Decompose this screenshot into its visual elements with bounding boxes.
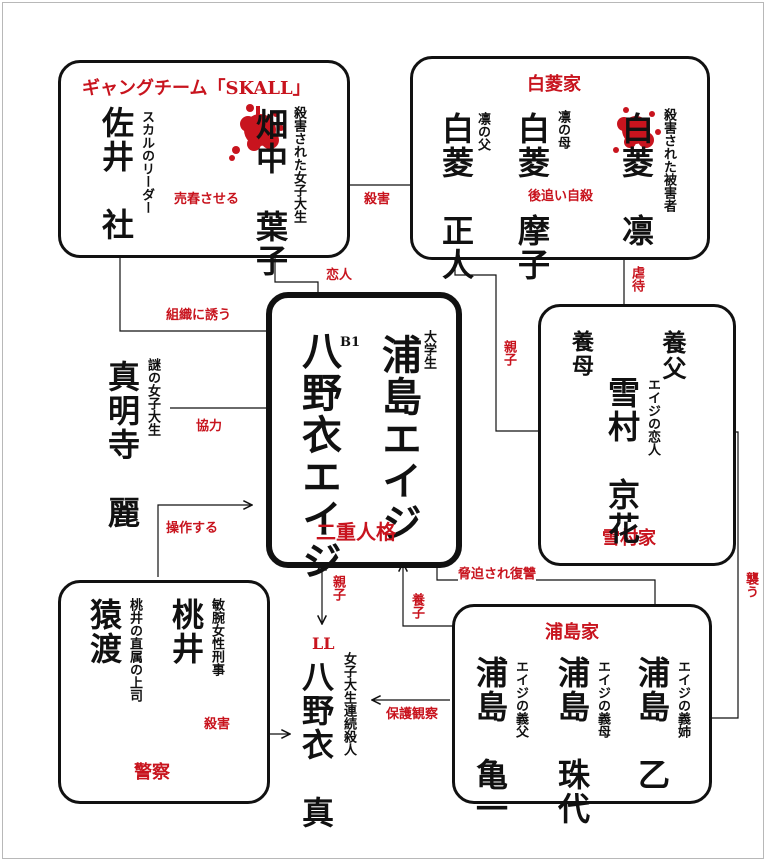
relation-label-koibito: 恋人 [326,268,353,283]
person-desc-makoto: 女子大生連続殺人 [341,652,356,756]
person-name-hata: 畑中 葉子 [251,108,289,278]
person-name-eiji-alt: 八野衣エイジ [295,330,342,582]
relation-label-atooi: 後追い自殺 [528,189,594,204]
blood-splatter-icon [229,104,284,161]
group-title-urashima: 浦島家 [545,622,599,643]
edge-shinshi1 [454,250,573,431]
relation-label-sousa: 操作する [166,521,219,536]
person-name-saruwatari: 猿渡 [85,598,123,666]
person-desc-otome: エイジの義姉 [675,660,690,738]
person-name-tamayo: 浦島 珠代 [553,656,591,826]
person-desc-masato: 凛の父 [475,112,490,151]
person-desc-sai: スカルのリーダー [139,110,154,214]
person-tag-makoto: LL [312,634,335,653]
person-desc-mamyouji: 謎の女子大生 [145,358,160,436]
box-shirabishi [410,56,710,260]
relation-label-youshi: 養子 [409,593,424,619]
box-eiji-center [266,292,462,568]
person-name-masato: 白菱 正人 [437,112,475,282]
person-name-youbo: 養母 [568,330,594,378]
relation-label-kyouryoku: 協力 [196,419,223,434]
box-keisatsu [58,580,270,804]
group-title-yukimura: 雪村家 [602,528,656,549]
nijuu-jinkaku-label: 二重人格 [316,520,396,544]
person-desc-tamayo: エイジの義母 [595,660,610,738]
person-desc-kamekazu: エイジの義父 [513,660,528,738]
box-skall [58,60,350,258]
box-urashima [452,604,712,804]
person-tag-eiji-alt: B1 [340,335,361,350]
relation-label-satsugai1: 殺害 [364,192,391,207]
person-name-sai: 佐井 社 [97,106,135,242]
relation-label-baishun: 売春させる [174,192,240,207]
blood-splatter-icon [613,107,661,153]
person-name-mamyouji: 真明寺 麗 [103,360,141,530]
person-desc-hata: 殺害された女子大生 [291,106,306,223]
relation-label-shinshi2: 親子 [330,575,345,601]
person-desc-momoi-sub: 桃井の直属の上司 [127,598,142,702]
relation-label-gyakutai: 虐待 [629,266,644,292]
person-desc-rin: 殺害された被害者 [661,108,676,212]
person-name-rin: 白菱 凛 [617,112,655,248]
person-name-kamekazu: 浦島 亀一 [471,656,509,826]
relation-label-shinshi1: 親子 [501,340,516,366]
edge-soshiki [119,228,292,331]
relation-label-soshiki: 組織に誘う [166,308,232,323]
person-name-momoi: 桃井 [167,598,205,666]
person-name-eiji-main: 浦島エイジ [375,334,422,544]
box-yukimura [538,304,736,566]
person-name-otome: 浦島 乙 [633,656,671,792]
person-desc-momoi: 敏腕女性刑事 [209,598,224,676]
person-desc-mako: 凛の母 [555,110,570,149]
edge-sousa [157,505,252,577]
relation-label-hogo: 保護観察 [386,707,439,722]
person-name-kyouka: 雪村 京花 [603,376,641,546]
relation-label-osou: 襲う [743,572,758,598]
person-desc-eiji-main: 大学生 [421,330,436,369]
group-title-keisatsu: 警察 [134,762,170,783]
person-desc-kyouka: エイジの恋人 [645,378,660,456]
relation-label-satsugai2: 殺害 [204,717,231,732]
group-title-shirabishi: 白菱家 [527,74,581,95]
group-title-skall: ギャングチーム「SKALL」 [82,78,311,99]
person-name-youfu: 養父 [658,330,687,382]
person-name-makoto: 八野衣 真 [297,660,335,830]
relation-label-kyouhaku: 脅迫され復讐 [458,567,537,582]
